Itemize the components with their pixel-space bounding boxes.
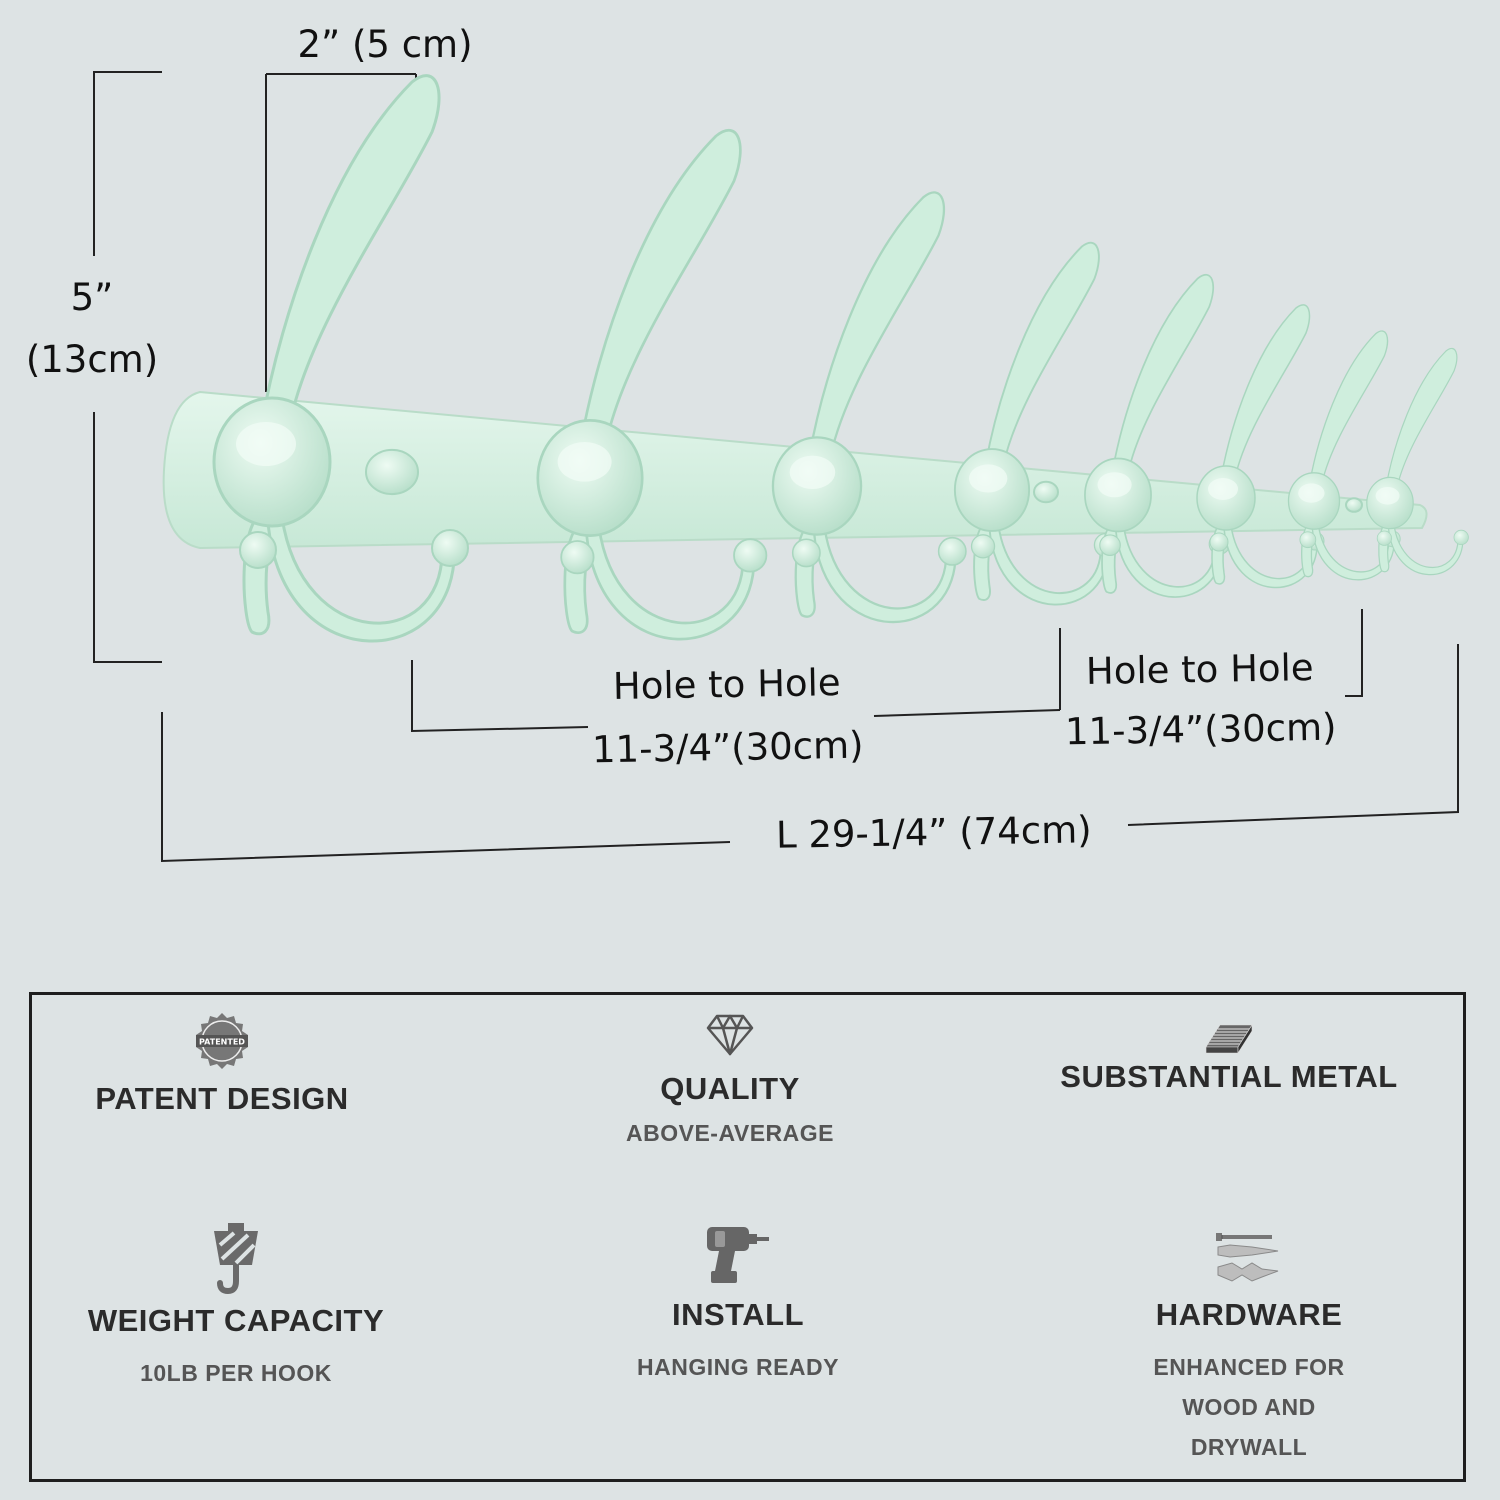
height-label-in: 5” (71, 276, 114, 319)
mounting-screw (365, 448, 419, 496)
coat-hook (1084, 273, 1231, 598)
screw-anchor-icon (1216, 1233, 1279, 1282)
product-illustration: 2” (5 cm) 5” (13cm) Hole to Hole 11-3/4”… (26, 23, 1469, 863)
hook-rack (162, 74, 1469, 643)
metal-bars-icon (1205, 1023, 1253, 1055)
total-length-label: L 29-1/4” (74cm) (776, 808, 1092, 857)
feature-install: INSTALL HANGING READY (518, 1221, 958, 1387)
diamond-icon (706, 1014, 754, 1056)
feature-weight-capacity: WEIGHT CAPACITY 10LB PER HOOK (16, 1221, 456, 1393)
feature-patent-design: PATENTED PATENT DESIGN (2, 1011, 442, 1117)
feature-subtitle: HANGING READY (636, 1354, 839, 1380)
drill-icon (707, 1227, 769, 1283)
coat-hook (212, 74, 469, 643)
hole-spacing-1-label: Hole to Hole (613, 661, 841, 708)
feature-title: QUALITY (660, 1071, 800, 1106)
feature-subtitle: 10LB PER HOOK (140, 1360, 332, 1386)
coat-hook (953, 241, 1119, 606)
feature-title: HARDWARE (1155, 1297, 1343, 1332)
mounting-screw (1345, 497, 1363, 513)
height-label-cm: (13cm) (26, 338, 158, 381)
coat-hook (1366, 347, 1469, 576)
patented-seal-icon: PATENTED (196, 1013, 248, 1069)
coat-hook (1196, 304, 1325, 589)
features-panel: PATENTED PATENT DESIGN QUALITY ABOVE-AVE… (29, 992, 1466, 1482)
feature-title: SUBSTANTIAL METAL (1060, 1059, 1398, 1094)
feature-hardware: HARDWARE ENHANCED FOR WOOD AND DRYWALL (1029, 1231, 1469, 1467)
mounting-screw (1033, 480, 1059, 504)
feature-subtitle: ABOVE-AVERAGE (626, 1120, 834, 1146)
coat-hook (771, 191, 967, 624)
dimension-lines (93, 71, 1459, 863)
hole-spacing-1-value: 11-3/4”(30cm) (592, 724, 864, 772)
seal-text: PATENTED (199, 1038, 245, 1047)
feature-subtitle: ENHANCED FOR WOOD AND DRYWALL (1153, 1354, 1345, 1460)
hole-spacing-2-value: 11-3/4”(30cm) (1065, 706, 1337, 754)
feature-substantial-metal: SUBSTANTIAL METAL (1009, 1017, 1449, 1095)
hook-width-label: 2” (5 cm) (297, 23, 472, 66)
feature-quality: QUALITY ABOVE-AVERAGE (510, 1013, 950, 1153)
feature-title: WEIGHT CAPACITY (87, 1303, 385, 1338)
crane-hook-icon (214, 1223, 258, 1295)
feature-title: PATENT DESIGN (95, 1081, 349, 1116)
feature-title: INSTALL (671, 1297, 805, 1332)
coat-hook (536, 128, 768, 641)
hole-spacing-2-label: Hole to Hole (1086, 646, 1314, 693)
